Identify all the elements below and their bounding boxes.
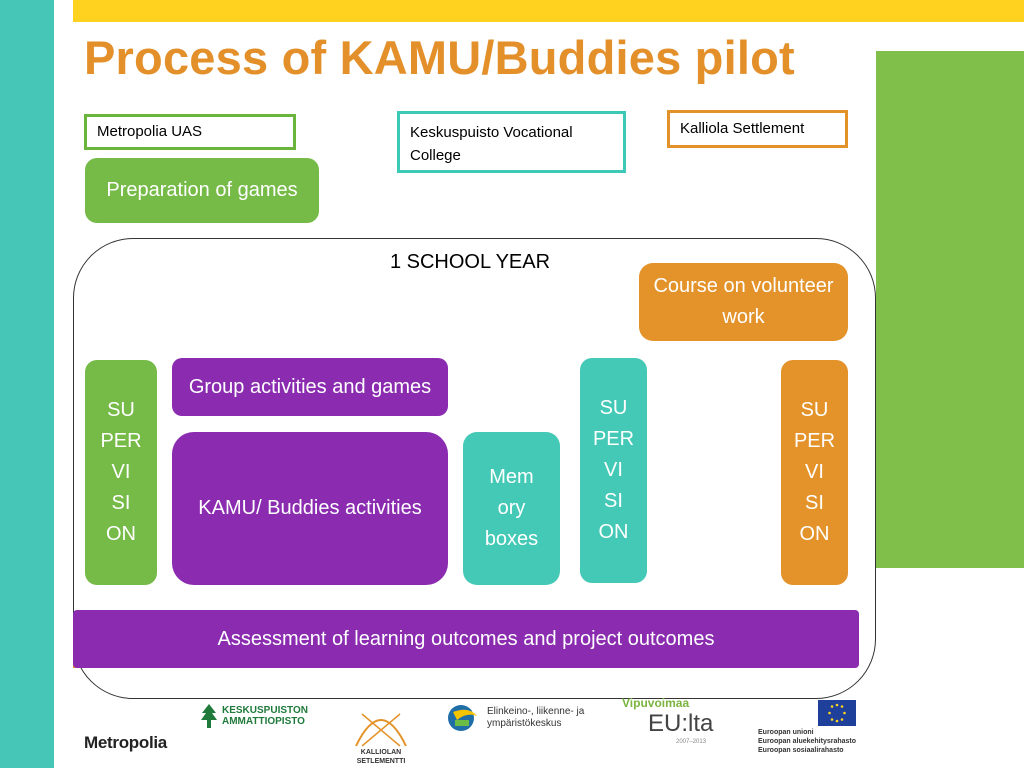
org-label-metropolia: Metropolia UAS — [84, 114, 296, 150]
metropolia-logo: Metropolia — [84, 733, 167, 752]
supervision-box-kalliola: SU PER VI SI ON — [781, 360, 848, 585]
eu-flag-icon — [818, 700, 856, 726]
supervision-text: SU PER VI SI ON — [100, 399, 142, 545]
right-green-accent-bar — [876, 51, 1024, 568]
top-yellow-accent-bar — [73, 0, 1024, 22]
org-label-keskuspuisto: Keskuspuisto Vocational College — [397, 111, 626, 173]
left-teal-accent-bar — [0, 0, 54, 768]
keskuspuisto-logo: KESKUSPUISTON AMMATTIOPISTO — [200, 703, 308, 729]
kalliola-emblem-icon — [355, 713, 407, 747]
tree-icon — [201, 704, 217, 728]
org-label-kalliola: Kalliola Settlement — [667, 110, 848, 148]
preparation-of-games-box: Preparation of games — [85, 158, 319, 223]
memory-boxes-text: Mem ory boxes — [484, 466, 539, 550]
assessment-box: Assessment of learning outcomes and proj… — [73, 610, 859, 668]
supervision-text: SU PER VI SI ON — [592, 397, 635, 543]
kamu-buddies-activities-box: KAMU/ Buddies activities — [172, 432, 448, 585]
group-activities-box: Group activities and games — [172, 358, 448, 416]
supervision-text: SU PER VI SI ON — [793, 399, 836, 545]
supervision-box-metropolia: SU PER VI SI ON — [85, 360, 157, 585]
ely-emblem-icon — [448, 705, 477, 731]
school-year-container — [73, 238, 876, 699]
school-year-label: 1 SCHOOL YEAR — [389, 251, 551, 273]
ely-centre-logo: Elinkeino-, liikenne- ja ympäristökeskus — [447, 702, 584, 734]
course-on-volunteer-work-box: Course on volunteer work — [639, 263, 848, 341]
kalliola-logo: KALLIOLAN SETLEMENTTI — [348, 700, 414, 768]
slide-title: Process of KAMU/Buddies pilot — [84, 31, 795, 84]
memory-boxes-box: Mem ory boxes — [463, 432, 560, 585]
vipuvoimaa-eu-logo: Vipuvoimaa EU:lta 2007–2013 — [622, 696, 714, 745]
supervision-box-keskuspuisto: SU PER VI SI ON — [580, 358, 647, 583]
